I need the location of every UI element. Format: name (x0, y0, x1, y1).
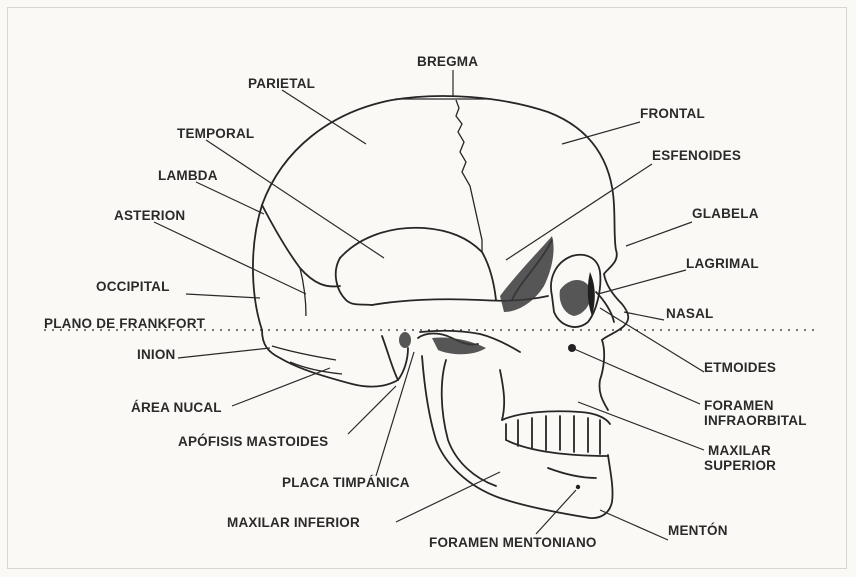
label-maxilar-inferior: MAXILAR INFERIOR (227, 515, 360, 530)
leader-maxilar-superior (578, 402, 704, 450)
leader-maxilar-inferior (396, 472, 500, 522)
label-maxilar-superior-1: MAXILAR (708, 443, 771, 458)
label-parietal: PARIETAL (248, 76, 315, 91)
label-nasal: NASAL (666, 306, 714, 321)
leader-lambda (196, 182, 264, 214)
label-lagrimal: LAGRIMAL (686, 256, 759, 271)
leader-foramen-infraorbital (572, 348, 700, 404)
label-esfenoides: ESFENOIDES (652, 148, 741, 163)
label-foramen-infraorbital-2: INFRAORBITAL (704, 413, 807, 428)
label-asterion: ASTERION (114, 208, 185, 223)
label-inion: INION (137, 347, 176, 362)
leader-area-nucal (232, 368, 330, 406)
leader-apofisis-mastoides (348, 386, 396, 434)
label-menton: MENTÓN (668, 523, 728, 538)
label-foramen-infraorbital-1: FORAMEN (704, 398, 774, 413)
label-area-nucal: ÁREA NUCAL (131, 400, 222, 415)
label-apofisis-mastoides: APÓFISIS MASTOIDES (178, 434, 328, 449)
leader-asterion (154, 222, 306, 294)
label-bregma: BREGMA (417, 54, 478, 69)
leader-occipital (186, 294, 260, 298)
label-glabela: GLABELA (692, 206, 759, 221)
labels: BREGMA PARIETAL FRONTAL TEMPORAL ESFENOI… (44, 54, 807, 550)
leader-parietal (282, 90, 366, 144)
leader-placa-timpanica (376, 352, 414, 476)
label-plano-frankfort: PLANO DE FRANKFORT (44, 316, 206, 331)
label-occipital: OCCIPITAL (96, 279, 170, 294)
shaded-regions (399, 236, 595, 489)
leader-foramen-mentoniano (536, 490, 576, 534)
leader-menton (600, 510, 668, 540)
label-maxilar-superior-2: SUPERIOR (704, 458, 776, 473)
label-placa-timpanica: PLACA TIMPÁNICA (282, 475, 410, 490)
leader-inion (178, 348, 270, 358)
leader-glabela (626, 222, 692, 246)
label-etmoides: ETMOIDES (704, 360, 776, 375)
label-lambda: LAMBDA (158, 168, 218, 183)
leader-lagrimal (598, 270, 686, 294)
label-frontal: FRONTAL (640, 106, 705, 121)
leader-nasal (624, 312, 664, 320)
label-foramen-mentoniano: FORAMEN MENTONIANO (429, 535, 597, 550)
leader-esfenoides (506, 164, 652, 260)
label-temporal: TEMPORAL (177, 126, 254, 141)
